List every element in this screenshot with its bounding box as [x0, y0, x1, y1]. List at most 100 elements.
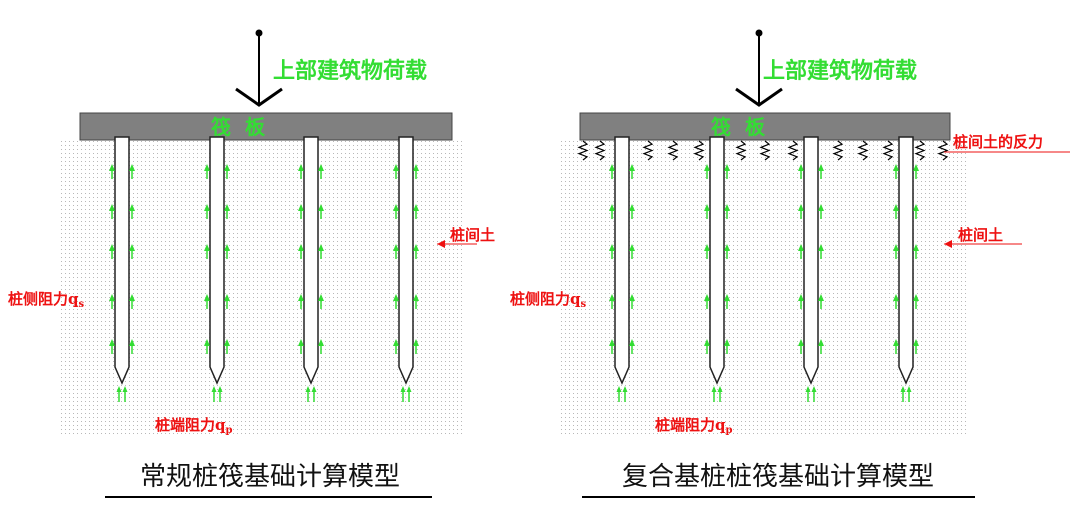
side-resistance-arrowhead	[704, 244, 710, 251]
side-resistance-arrowhead	[129, 244, 135, 251]
side-resistance-arrowhead	[724, 204, 730, 211]
tip-resistance-arrowhead	[900, 386, 906, 392]
side-resistance-arrowhead	[393, 204, 399, 211]
side-resistance-arrowhead	[298, 339, 304, 346]
soil-spring	[914, 140, 926, 161]
side-resistance-arrowhead	[224, 294, 230, 301]
soil-spring	[759, 140, 771, 161]
side-resistance-arrowhead	[609, 164, 615, 171]
side-resistance-arrowhead	[609, 339, 615, 346]
side-resistance-arrowhead	[609, 244, 615, 251]
tip-resistance-arrowhead	[122, 386, 128, 392]
pile	[398, 136, 414, 385]
side-resistance-arrowhead	[413, 164, 419, 171]
side-resistance-arrowhead	[224, 204, 230, 211]
side-resistance-arrowhead	[913, 204, 919, 211]
raft-label-left: 筏 板	[211, 115, 266, 139]
side-resistance-arrowhead	[704, 339, 710, 346]
side-resistance-arrowhead	[818, 164, 824, 171]
tip-resistance-arrowhead	[305, 386, 311, 392]
soil-label-right: 桩间土	[958, 226, 1003, 244]
side-resistance-arrowhead	[109, 164, 115, 171]
soil-spring	[594, 140, 606, 161]
composite-model: 上部建筑物荷载 筏 板 桩间土的反力 桩间土 桩侧阻力qs 桩端阻力qp 复合基…	[510, 29, 1070, 498]
load-label-left: 上部建筑物荷载	[273, 58, 427, 84]
side-resistance-arrowhead	[318, 204, 324, 211]
raft-right	[579, 112, 951, 141]
side-resistance-arrowhead	[818, 244, 824, 251]
side-resistance-arrowhead	[724, 339, 730, 346]
tip-resistance-arrowhead	[116, 386, 122, 392]
tip-resistance-arrowhead	[717, 386, 723, 392]
piles-right	[609, 136, 919, 402]
side-resistance-label-left: 桩侧阻力qs	[8, 290, 85, 310]
side-resistance-arrowhead	[413, 244, 419, 251]
side-resistance-arrowhead	[893, 244, 899, 251]
pile	[709, 136, 725, 385]
soil-springs-right	[577, 140, 949, 161]
soil-spring	[937, 140, 949, 161]
soil-spring	[787, 140, 799, 161]
load-label-right: 上部建筑物荷载	[763, 58, 917, 84]
side-resistance-arrowhead	[224, 244, 230, 251]
side-resistance-arrowhead	[609, 204, 615, 211]
side-resistance-arrowhead	[629, 204, 635, 211]
soil-spring	[832, 140, 844, 161]
conventional-model: 上部建筑物荷载 筏 板 桩间土 桩侧阻力qs 桩端阻力qp 常规桩筏基础计算模型	[8, 29, 495, 498]
side-resistance-arrowhead	[413, 294, 419, 301]
side-resistance-arrowhead	[318, 339, 324, 346]
piles-left	[109, 136, 419, 402]
side-resistance-arrowhead	[204, 294, 210, 301]
side-resistance-arrowhead	[129, 164, 135, 171]
load-arrow-right	[735, 29, 783, 107]
side-resistance-arrowhead	[724, 164, 730, 171]
side-resistance-arrowhead	[629, 164, 635, 171]
side-resistance-arrowhead	[298, 294, 304, 301]
soil-pointer-right	[944, 240, 1022, 248]
side-resistance-arrowhead	[109, 339, 115, 346]
soil-spring	[642, 140, 654, 161]
side-resistance-arrowhead	[298, 244, 304, 251]
side-resistance-arrowhead	[704, 204, 710, 211]
tip-resistance-label-right: 桩端阻力qp	[655, 416, 733, 436]
side-resistance-arrowhead	[298, 164, 304, 171]
side-resistance-arrowhead	[298, 204, 304, 211]
tip-resistance-arrowhead	[906, 386, 912, 392]
side-resistance-arrowhead	[704, 164, 710, 171]
side-resistance-arrowhead	[893, 164, 899, 171]
pile	[614, 136, 630, 385]
tip-resistance-arrowhead	[211, 386, 217, 392]
tip-resistance-label-left: 桩端阻力qp	[155, 416, 233, 436]
side-resistance-arrowhead	[109, 294, 115, 301]
pile	[803, 136, 819, 385]
side-resistance-arrowhead	[393, 244, 399, 251]
side-resistance-arrowhead	[818, 204, 824, 211]
side-resistance-arrowhead	[798, 339, 804, 346]
model-title-left: 常规桩筏基础计算模型	[140, 462, 400, 492]
side-resistance-arrowhead	[204, 244, 210, 251]
side-resistance-arrowhead	[724, 294, 730, 301]
side-resistance-arrowhead	[629, 244, 635, 251]
pile	[898, 136, 914, 385]
side-resistance-arrowhead	[413, 204, 419, 211]
tip-resistance-arrowhead	[622, 386, 628, 392]
side-resistance-arrowhead	[204, 339, 210, 346]
side-resistance-arrowhead	[393, 294, 399, 301]
soil-pointer-left	[437, 240, 477, 248]
pile	[303, 136, 319, 385]
side-resistance-arrowhead	[204, 204, 210, 211]
raft-label-right: 筏 板	[711, 115, 766, 139]
side-resistance-arrowhead	[724, 244, 730, 251]
soil-spring	[693, 140, 705, 161]
tip-resistance-arrowhead	[811, 386, 817, 392]
soil-spring	[577, 140, 589, 161]
soil-spring	[667, 140, 679, 161]
side-resistance-arrowhead	[204, 164, 210, 171]
side-resistance-arrowhead	[893, 339, 899, 346]
side-resistance-arrowhead	[893, 294, 899, 301]
tip-resistance-arrowhead	[711, 386, 717, 392]
side-resistance-arrowhead	[413, 339, 419, 346]
load-arrow-left	[235, 29, 283, 107]
tip-resistance-arrowhead	[616, 386, 622, 392]
soil-spring	[882, 140, 894, 161]
